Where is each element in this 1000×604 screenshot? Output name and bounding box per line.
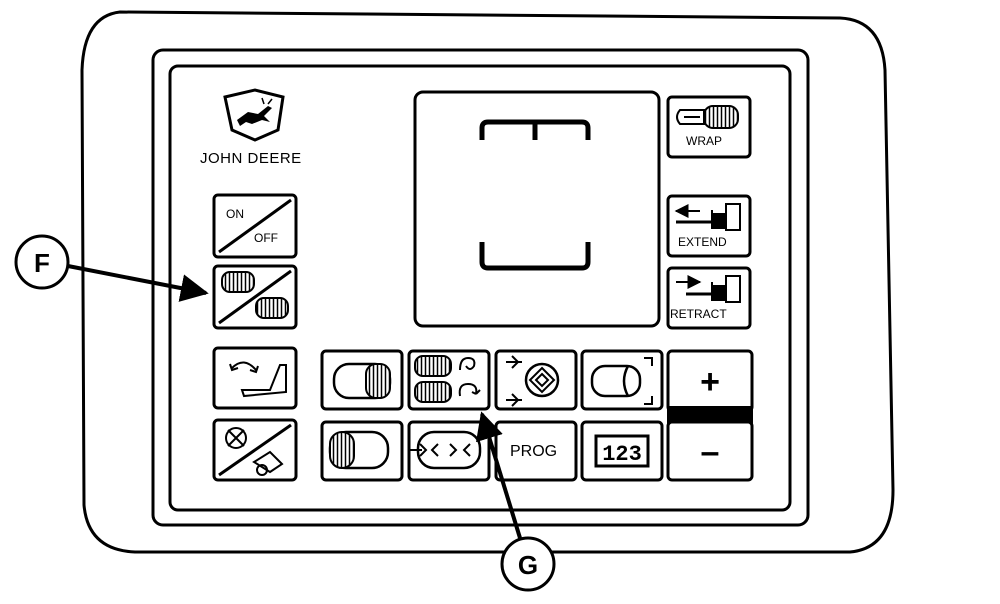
- pickup-button[interactable]: [212, 418, 298, 482]
- display-bracket-top: [479, 119, 591, 140]
- compress-rolls-button[interactable]: [407, 420, 491, 482]
- bale-density-button[interactable]: [494, 349, 578, 411]
- plus-button[interactable]: +: [666, 349, 754, 413]
- tailgate-button[interactable]: [212, 346, 298, 410]
- net-wrap-turns-button[interactable]: [407, 349, 491, 411]
- bale-shape-icon: [328, 430, 390, 470]
- leaping-deer-icon: [223, 88, 285, 142]
- bale-diameter-icon: [590, 357, 653, 405]
- wrap-label: WRAP: [686, 134, 722, 148]
- minus-label: –: [701, 433, 720, 471]
- callout-f: [14, 234, 209, 302]
- callout-g: [475, 411, 556, 592]
- wrap-button[interactable]: [666, 95, 752, 159]
- display-bracket-bottom: [479, 242, 591, 271]
- brand-name: JOHN DEERE: [200, 150, 302, 167]
- display-screen: [413, 90, 661, 328]
- compress-rolls-icon: [410, 430, 482, 470]
- minus-button[interactable]: –: [666, 406, 754, 482]
- off-label: OFF: [254, 231, 278, 245]
- extend-label: EXTEND: [678, 235, 727, 249]
- prog-button[interactable]: [494, 420, 578, 482]
- retract-button[interactable]: [666, 266, 752, 330]
- bale-mode-button[interactable]: [212, 264, 298, 330]
- prog-label: PROG: [510, 443, 558, 460]
- on-label: ON: [226, 207, 244, 221]
- bale-size-button[interactable]: [320, 349, 404, 411]
- callout-f-letter: F: [34, 248, 50, 278]
- bale-icon: [332, 362, 392, 400]
- bale-shape-button[interactable]: [320, 420, 404, 482]
- counter-digits: 123: [602, 442, 642, 467]
- retract-arm-icon: [676, 275, 741, 303]
- twin-bales-icon: [221, 271, 289, 319]
- retract-label: RETRACT: [670, 307, 727, 321]
- extend-arm-icon: [674, 203, 741, 231]
- density-icon: [506, 355, 560, 407]
- callout-g-letter: G: [517, 550, 539, 580]
- twin-rolls-wrap-icon: [414, 355, 481, 403]
- tailgate-icon: [229, 361, 287, 398]
- pickup-icon: [225, 427, 284, 476]
- counter-button[interactable]: 123: [580, 420, 664, 482]
- bale-diameter-button[interactable]: [580, 349, 664, 411]
- wrap-roll-icon: [676, 105, 739, 129]
- plus-label: +: [700, 363, 720, 401]
- on-off-button[interactable]: [212, 193, 298, 259]
- extend-button[interactable]: [666, 194, 752, 258]
